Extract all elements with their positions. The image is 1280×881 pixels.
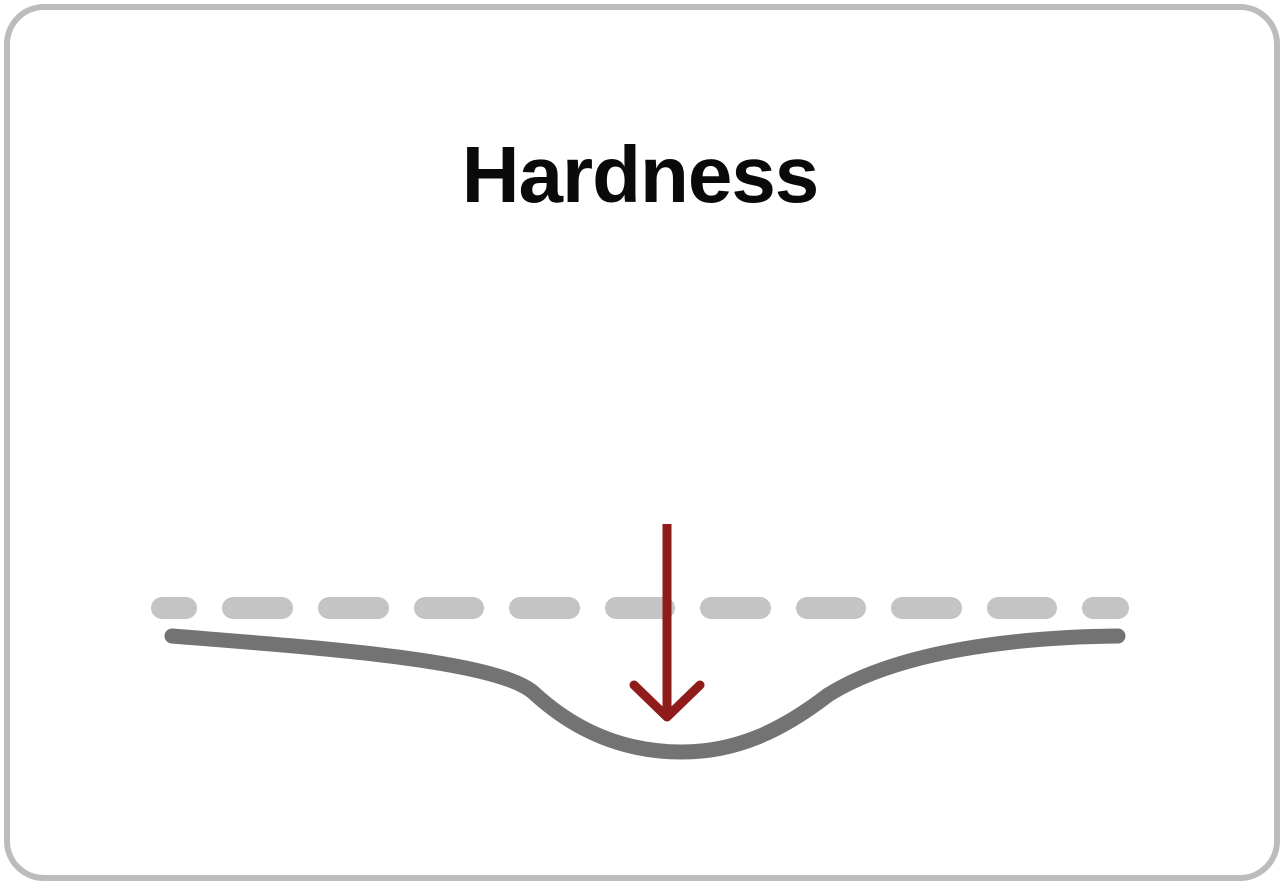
- down-arrow-icon: [629, 524, 705, 722]
- diagram-card: [4, 4, 1280, 881]
- diagram-title: Hardness: [461, 130, 820, 219]
- indented-surface: [164, 628, 1126, 760]
